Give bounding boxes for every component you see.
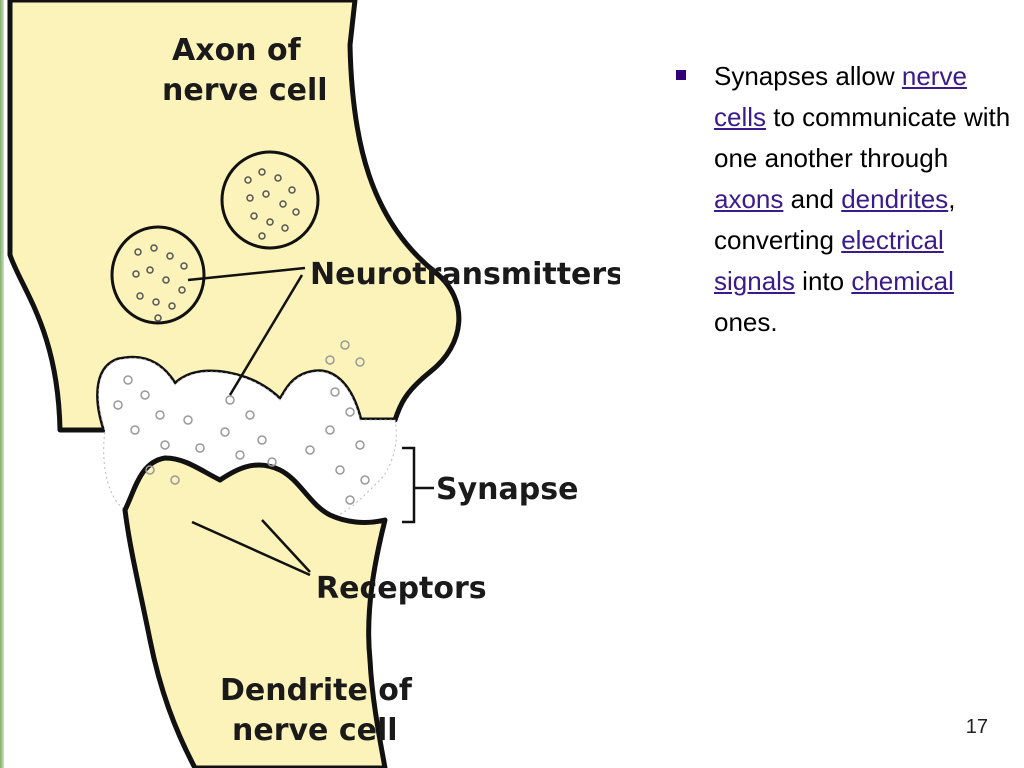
vesicle-1 [220, 150, 320, 250]
synapse-diagram: Axon of nerve cell Neurotransmitters Syn… [7, 0, 620, 768]
link-axons[interactable]: axons [714, 184, 784, 214]
label-synapse: Synapse [436, 472, 578, 507]
bullet-text-part: ones. [714, 307, 778, 337]
bullet-text-part: into [794, 266, 852, 296]
vesicle-2 [110, 225, 206, 325]
bullet-text-part: Synapses allow [714, 61, 902, 91]
link-dendrites[interactable]: dendrites [841, 184, 949, 214]
label-dendrite-line1: Dendrite of [220, 673, 413, 708]
slide-left-edge [0, 0, 4, 768]
bullet-text-part: , converting [714, 184, 956, 255]
link-chemical[interactable]: chemical [851, 266, 954, 296]
label-receptors: Receptors [316, 571, 487, 606]
bullet-text-part: to communicate with one another through [714, 102, 1011, 173]
label-dendrite-line2: nerve cell [232, 713, 398, 748]
label-axon-line1: Axon of [172, 33, 302, 68]
bullet-item: Synapses allow nerve cells to communicat… [714, 56, 1014, 343]
dendrite-shape [122, 455, 388, 768]
bullet-square-icon [676, 70, 686, 80]
link-electrical-signals[interactable]: electrical signals [714, 225, 944, 296]
vesicle-dots [132, 168, 300, 322]
label-axon-line2: nerve cell [162, 73, 328, 108]
bullet-text-part: and [783, 184, 842, 214]
slide-number: 17 [965, 716, 988, 738]
synaptic-cleft [98, 357, 397, 517]
label-neurotransmitters: Neurotransmitters [310, 257, 620, 292]
link-nerve-cells[interactable]: nerve cells [714, 61, 967, 132]
neurotransmitter-dots [113, 340, 370, 505]
pointer-lines [187, 266, 434, 577]
